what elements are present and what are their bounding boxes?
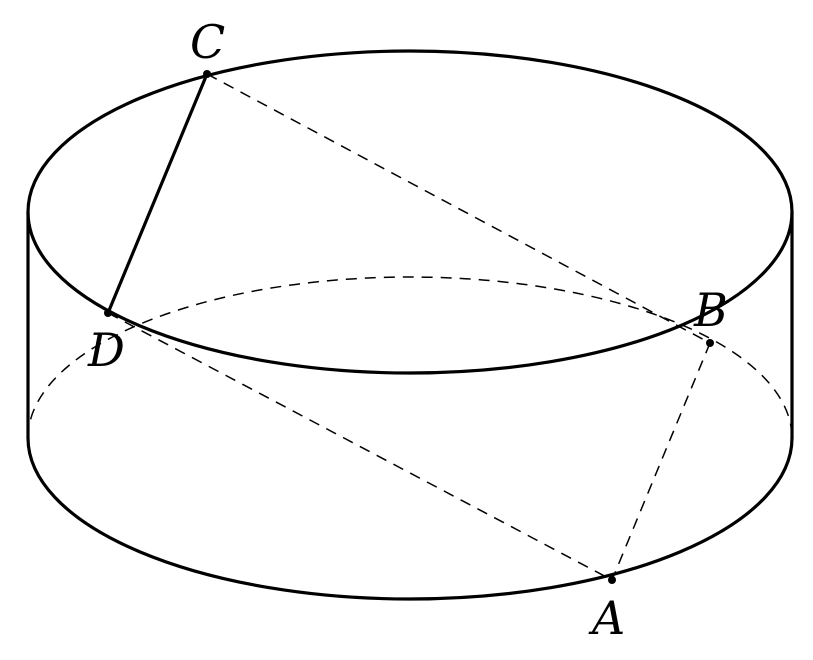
segment-cd (106, 72, 209, 315)
bottom-ellipse-back (27, 276, 793, 439)
bottom-ellipse-front (26, 436, 794, 601)
segment-cb (206, 73, 711, 344)
point-a (608, 576, 616, 584)
point-d (104, 309, 112, 317)
label-d: D (87, 323, 125, 377)
segment-ba (611, 342, 711, 581)
point-c (203, 70, 211, 78)
label-a: A (588, 591, 625, 645)
point-b (706, 339, 714, 347)
segment-da (107, 312, 613, 581)
top-ellipse (26, 49, 794, 375)
label-b: B (693, 283, 728, 337)
label-c: C (190, 15, 225, 69)
